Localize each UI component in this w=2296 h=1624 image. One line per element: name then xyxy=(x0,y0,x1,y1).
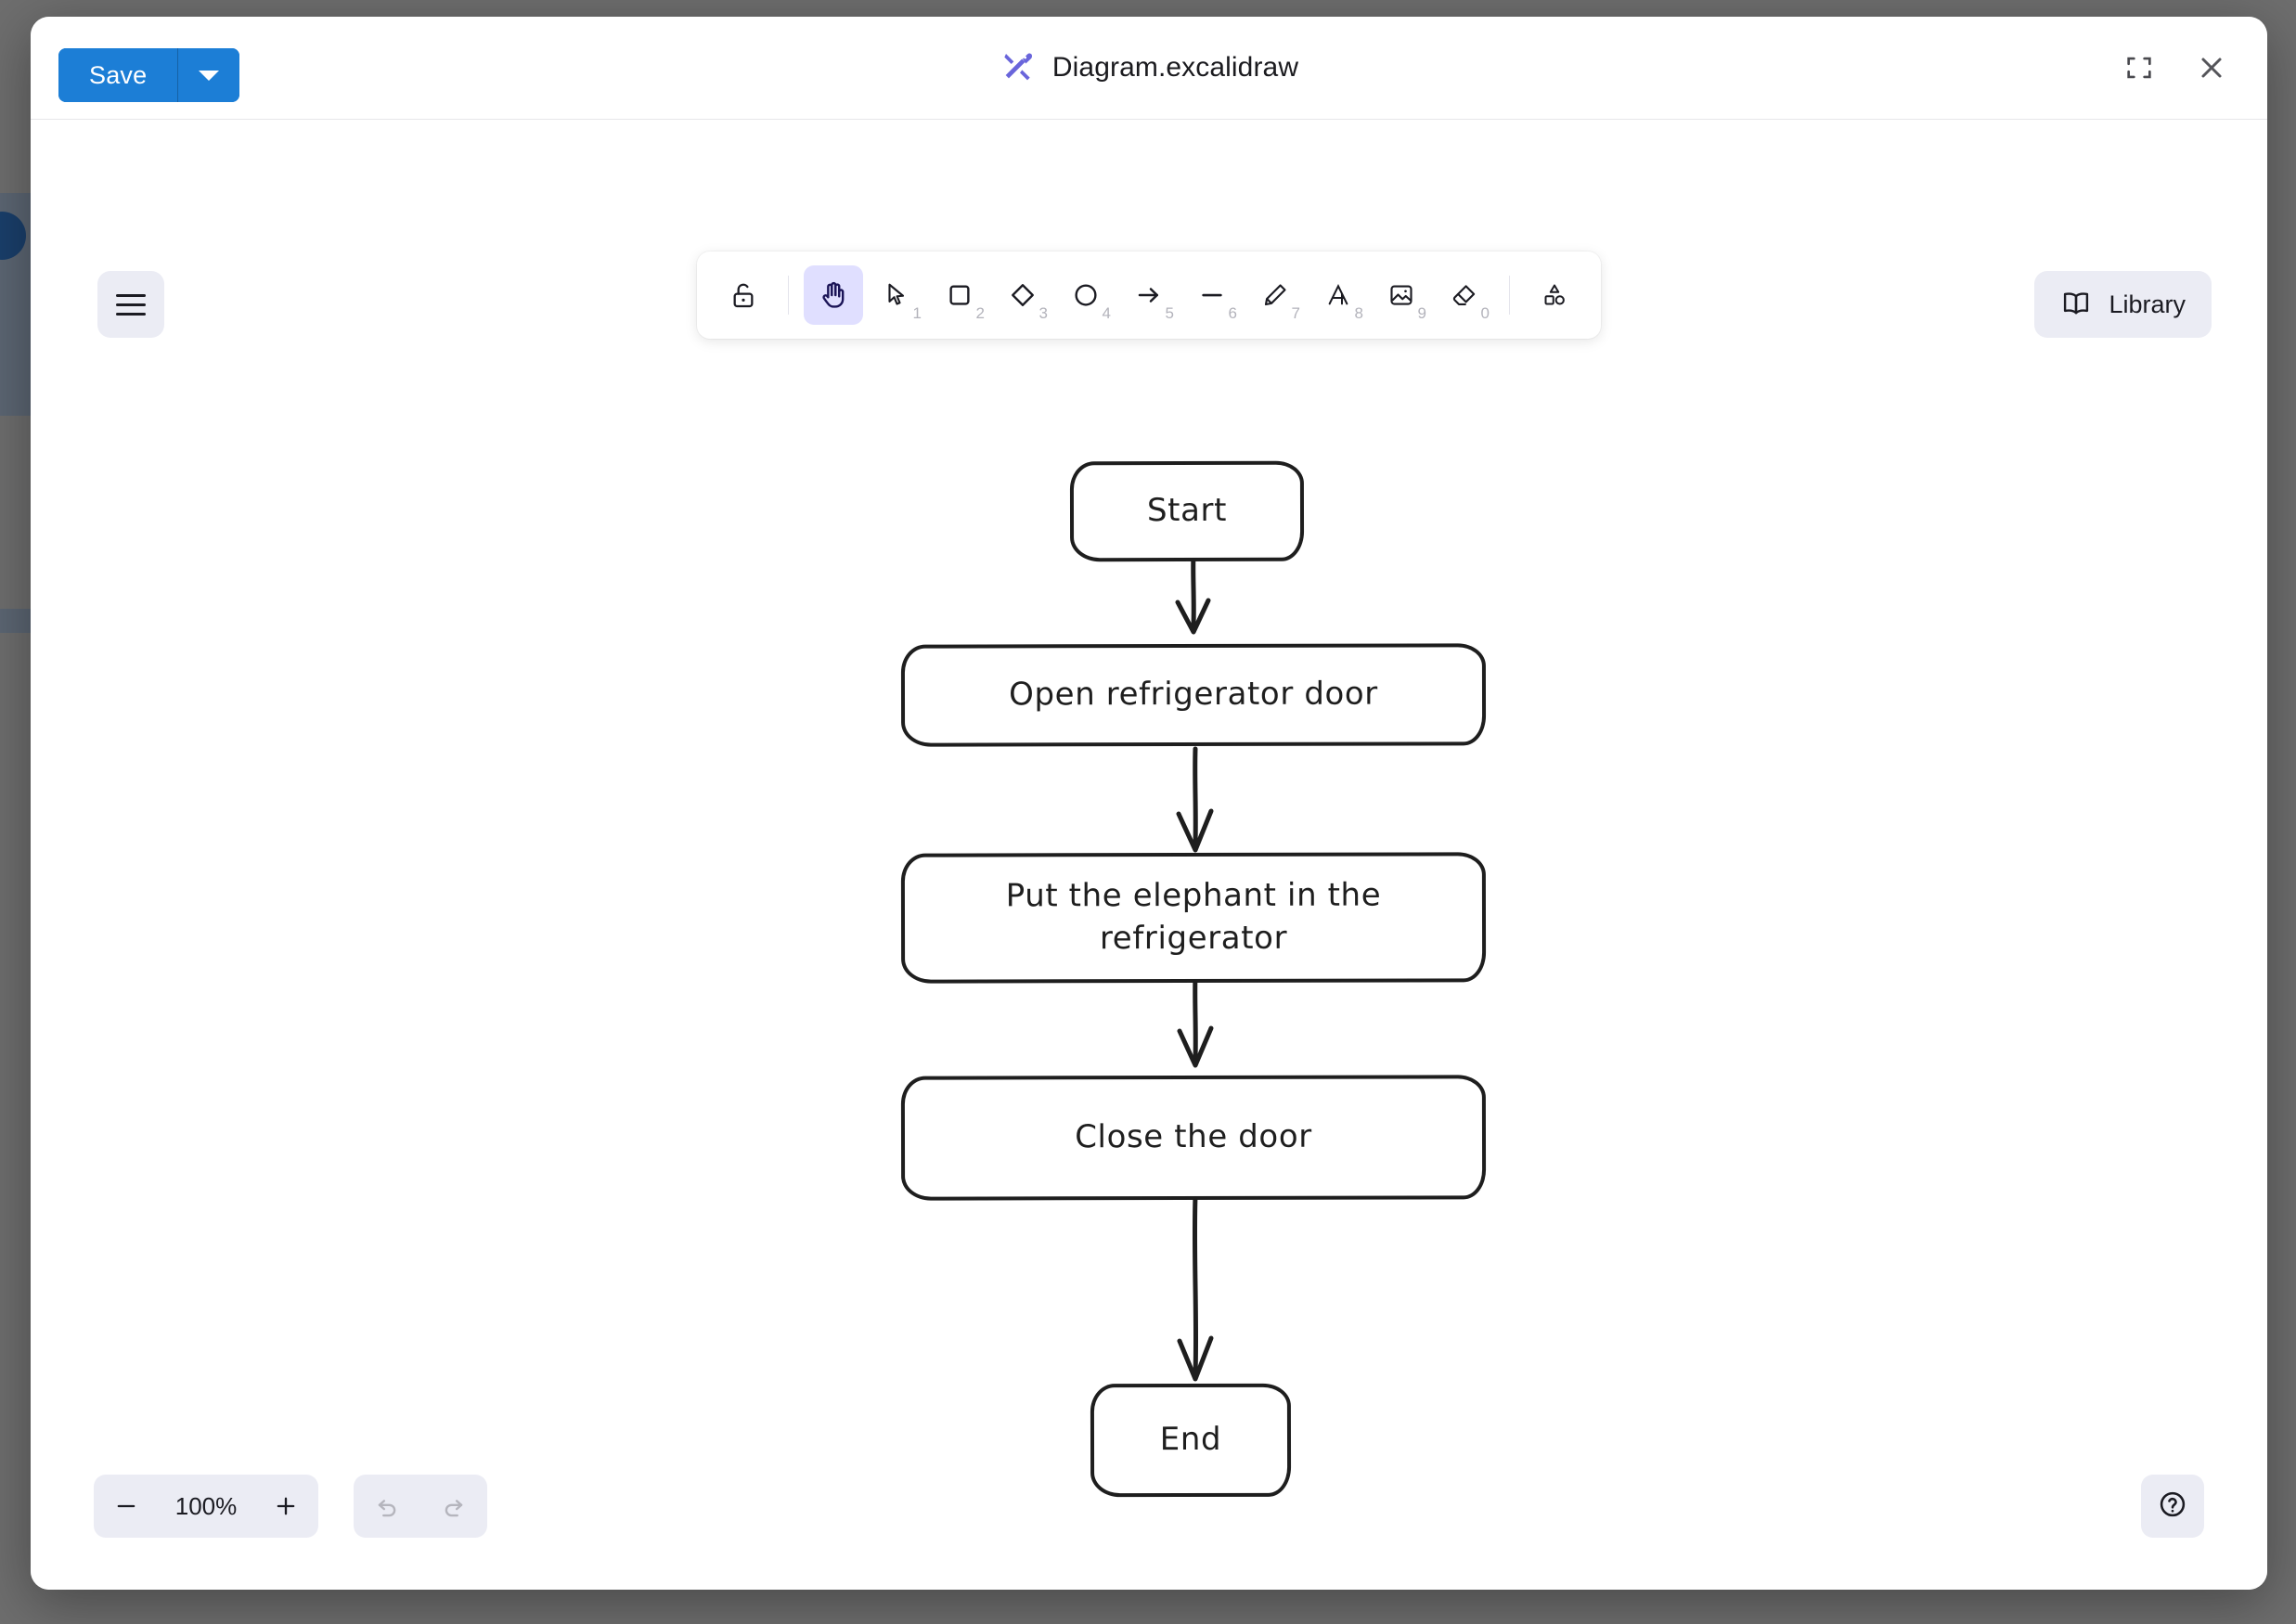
tool-badge: 4 xyxy=(1102,304,1111,322)
flow-node-close[interactable]: Close the door xyxy=(900,1075,1487,1201)
hamburger-menu-icon[interactable] xyxy=(97,271,164,338)
edge-start-open xyxy=(1175,549,1211,635)
eraser-tool-icon[interactable]: 0 xyxy=(1435,265,1494,325)
toolbar-divider-2 xyxy=(1509,276,1510,315)
help-button[interactable] xyxy=(2141,1475,2204,1538)
tool-badge: 7 xyxy=(1291,304,1300,322)
hamburger-bars xyxy=(116,288,146,322)
tool-badge: 6 xyxy=(1228,304,1237,322)
rectangle-tool-icon[interactable]: 2 xyxy=(930,265,989,325)
selection-tool-icon[interactable]: 1 xyxy=(867,265,926,325)
image-tool-icon[interactable]: 9 xyxy=(1372,265,1431,325)
excalidraw-modal-window: Save Diagram.excalidraw xyxy=(31,17,2267,1590)
header-window-controls xyxy=(2117,17,2234,119)
excalidraw-canvas[interactable]: 1 2 3 4 xyxy=(31,120,2267,1590)
modal-header: Save Diagram.excalidraw xyxy=(31,17,2267,120)
diamond-tool-icon[interactable]: 3 xyxy=(993,265,1052,325)
page-title: Diagram.excalidraw xyxy=(1051,52,1299,83)
flow-node-label: Close the door xyxy=(1075,1117,1312,1156)
tools-island: 1 2 3 4 xyxy=(697,251,1601,339)
flow-node-label: End xyxy=(1159,1420,1222,1459)
shapes-tool-icon[interactable] xyxy=(1525,265,1584,325)
close-button[interactable] xyxy=(2189,45,2234,90)
undo-arrow-icon[interactable] xyxy=(360,1479,414,1533)
library-button-label: Library xyxy=(2109,290,2186,318)
tool-badge: 3 xyxy=(1038,304,1048,322)
flow-node-label: Start xyxy=(1146,491,1228,530)
history-controls xyxy=(354,1475,487,1538)
save-button-group: Save xyxy=(58,48,240,102)
tool-badge: 8 xyxy=(1354,304,1363,322)
ellipse-tool-icon[interactable]: 4 xyxy=(1056,265,1116,325)
zoom-level-value[interactable]: 100% xyxy=(174,1491,238,1520)
edge-put-close xyxy=(1177,971,1214,1068)
line-tool-icon[interactable]: 6 xyxy=(1182,265,1242,325)
hand-tool-icon[interactable] xyxy=(804,265,863,325)
flow-node-end[interactable]: End xyxy=(1090,1383,1292,1498)
redo-arrow-icon[interactable] xyxy=(427,1479,481,1533)
zoom-controls: 100% xyxy=(94,1475,318,1538)
arrow-tool-icon[interactable]: 5 xyxy=(1119,265,1179,325)
tool-badge: 9 xyxy=(1417,304,1426,322)
document-title-wrap: Diagram.excalidraw xyxy=(31,17,2267,119)
toolbar-divider-1 xyxy=(788,276,789,315)
lock-icon[interactable] xyxy=(714,265,773,325)
tool-badge: 1 xyxy=(912,304,922,322)
save-dropdown-button[interactable] xyxy=(178,48,240,102)
flow-node-label: Open refrigerator door xyxy=(1009,675,1378,714)
edge-open-put xyxy=(1176,746,1214,853)
flow-node-open[interactable]: Open refrigerator door xyxy=(900,643,1487,747)
flow-node-start[interactable]: Start xyxy=(1069,460,1305,562)
flow-node-label: Put the elephant in the refrigerator xyxy=(1005,876,1382,958)
tool-badge: 2 xyxy=(975,304,985,322)
flow-node-put[interactable]: Put the elephant in the refrigerator xyxy=(900,852,1487,984)
text-tool-icon[interactable]: 8 xyxy=(1309,265,1368,325)
fullscreen-button[interactable] xyxy=(2117,45,2161,90)
question-circle-icon xyxy=(2157,1489,2188,1525)
edge-close-end xyxy=(1177,1193,1214,1382)
zoom-in-button[interactable] xyxy=(259,1479,313,1533)
zoom-out-button[interactable] xyxy=(99,1479,153,1533)
tool-badge: 0 xyxy=(1480,304,1490,322)
tool-badge: 5 xyxy=(1165,304,1174,322)
library-button[interactable]: Library xyxy=(2034,271,2212,338)
draw-tool-icon[interactable]: 7 xyxy=(1245,265,1305,325)
chevron-down-icon xyxy=(199,70,220,81)
excalidraw-logo-icon xyxy=(1000,47,1037,89)
save-button[interactable]: Save xyxy=(58,48,178,102)
save-group-divider xyxy=(177,48,179,102)
book-icon xyxy=(2060,287,2092,323)
